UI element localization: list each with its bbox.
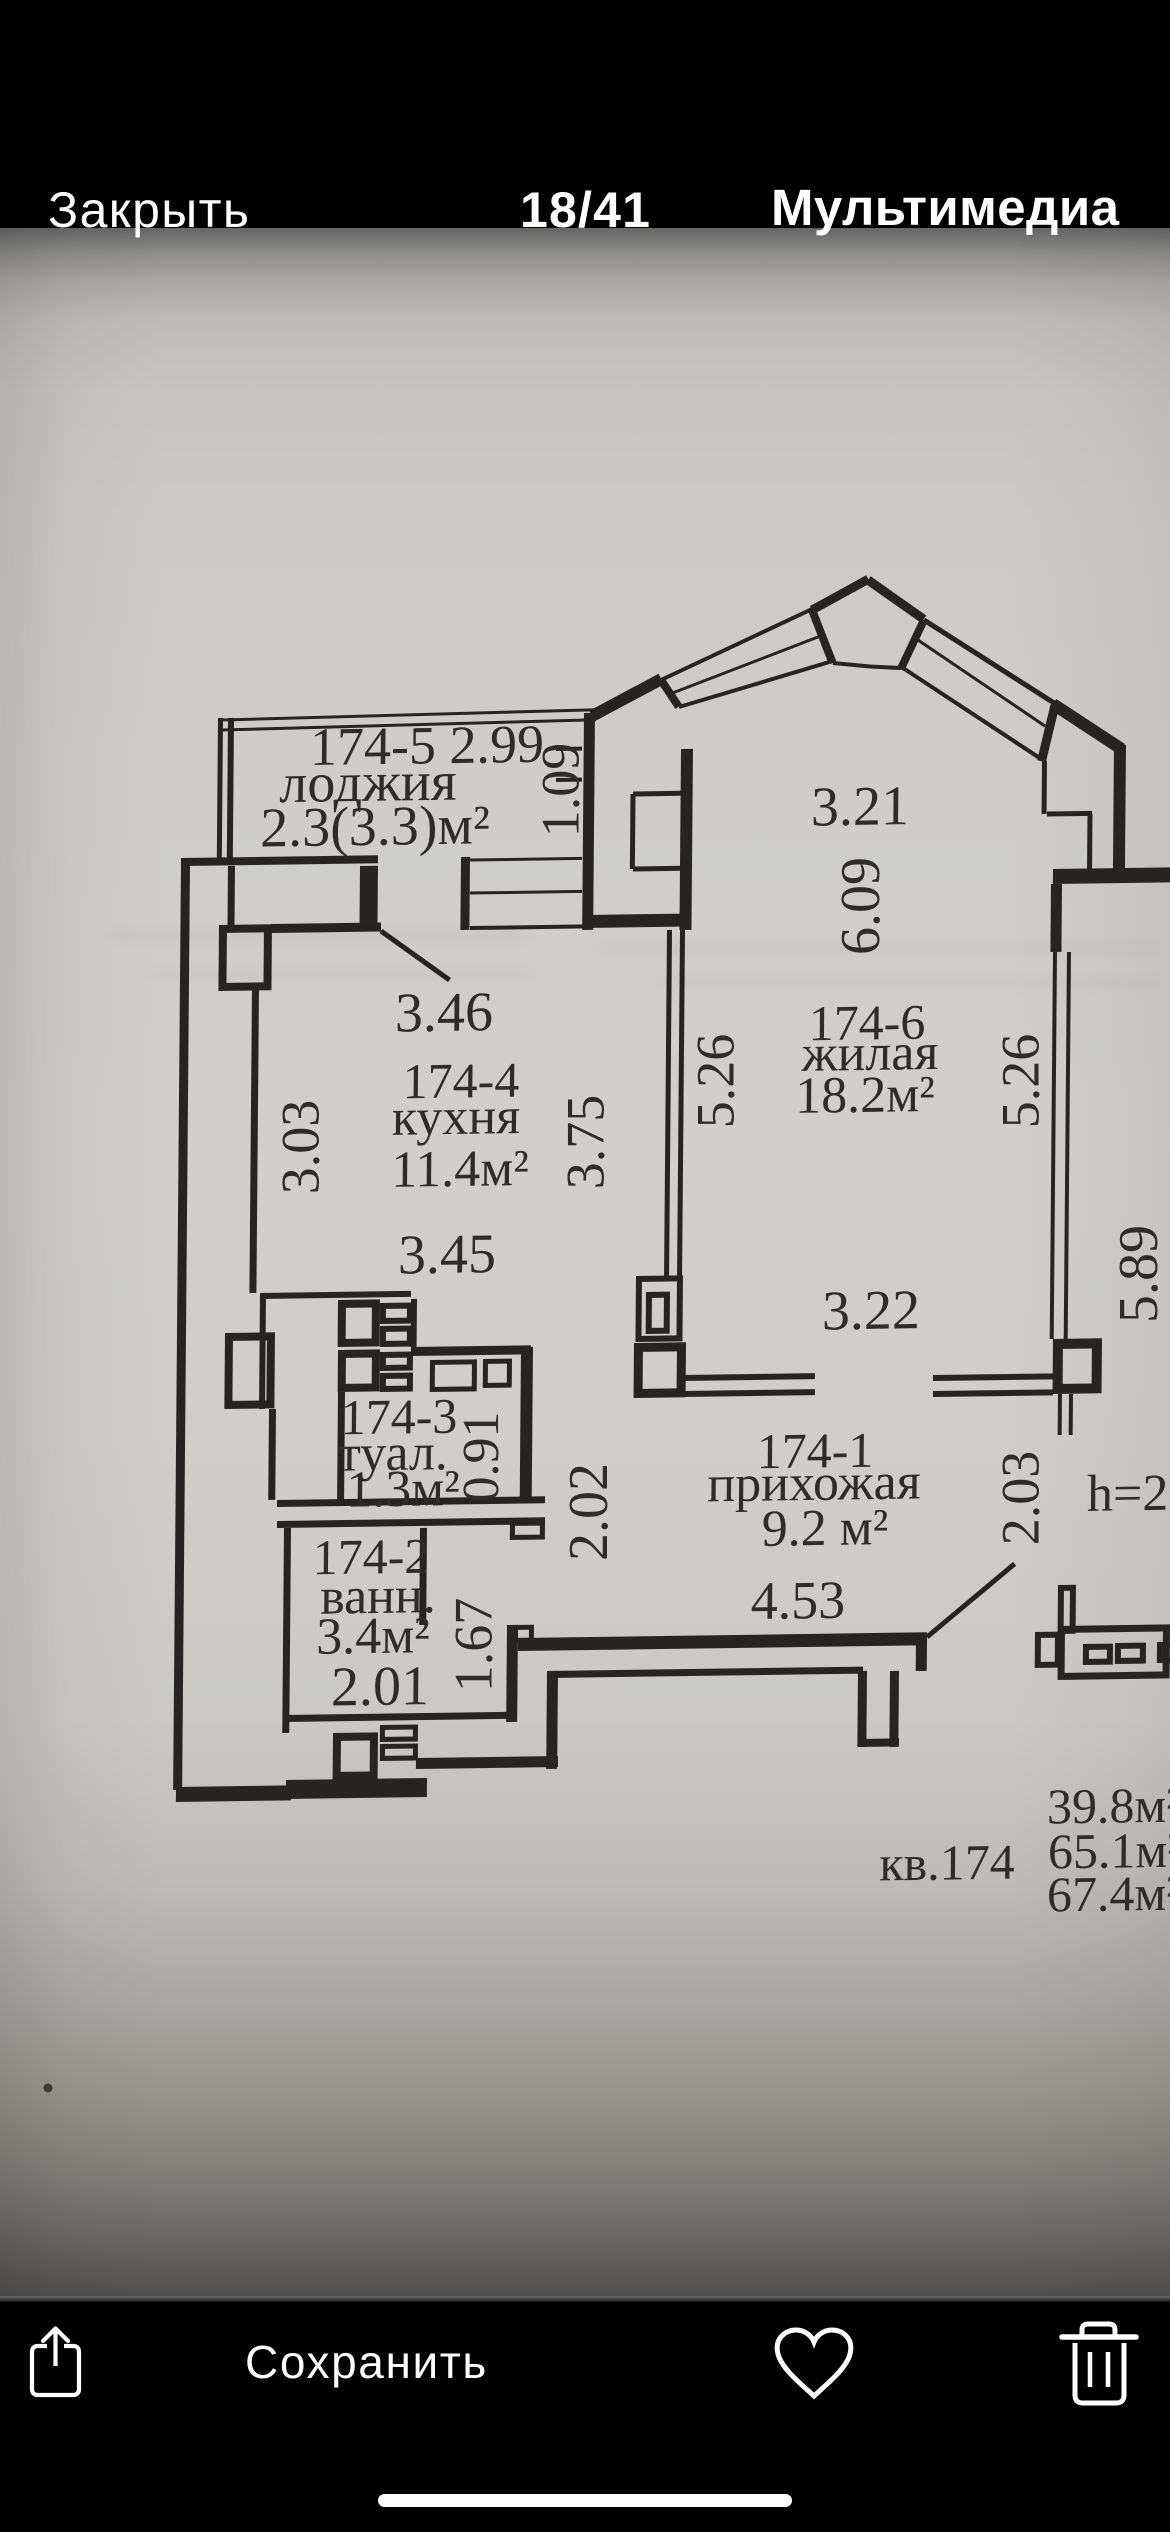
svg-text:174-1: 174-1 xyxy=(756,1422,873,1480)
svg-text:прихожая: прихожая xyxy=(707,1453,921,1513)
svg-text:3.21: 3.21 xyxy=(811,775,910,838)
svg-text:0.91: 0.91 xyxy=(453,1412,510,1503)
svg-text:5.26: 5.26 xyxy=(685,1034,745,1129)
svg-text:кухня: кухня xyxy=(392,1088,521,1147)
svg-text:65.1м²: 65.1м² xyxy=(1048,1822,1170,1880)
svg-text:11.4м²: 11.4м² xyxy=(391,1140,529,1199)
svg-text:лоджия: лоджия xyxy=(279,751,457,815)
svg-text:5.26: 5.26 xyxy=(990,1034,1050,1129)
svg-text:2.03: 2.03 xyxy=(990,1451,1050,1546)
svg-text:5.89: 5.89 xyxy=(1108,1225,1170,1323)
svg-text:3.75: 3.75 xyxy=(555,1095,615,1190)
svg-text:2.01: 2.01 xyxy=(331,1655,430,1718)
svg-text:3.03: 3.03 xyxy=(270,1100,330,1195)
svg-text:174-5 2.99: 174-5 2.99 xyxy=(310,714,544,777)
svg-text:6.09: 6.09 xyxy=(830,857,892,955)
svg-text:3.4м²: 3.4м² xyxy=(316,1607,430,1666)
svg-text:кв.174: кв.174 xyxy=(879,1834,1015,1892)
svg-text:174-6: 174-6 xyxy=(808,994,925,1052)
svg-text:4.53: 4.53 xyxy=(751,1570,846,1631)
svg-text:174-2: 174-2 xyxy=(312,1528,429,1586)
svg-text:3.46: 3.46 xyxy=(395,981,494,1044)
svg-text:2.02: 2.02 xyxy=(558,1463,620,1561)
svg-text:9.2 м²: 9.2 м² xyxy=(762,1499,889,1558)
svg-text:h=2.5: h=2.5 xyxy=(1087,1464,1170,1523)
svg-text:1.67: 1.67 xyxy=(443,1598,503,1693)
svg-text:Сохранить: Сохранить xyxy=(245,2336,488,2388)
svg-text:туал.: туал. xyxy=(338,1424,448,1483)
svg-text:1.09: 1.09 xyxy=(530,743,590,838)
svg-text:174-3: 174-3 xyxy=(340,1388,457,1446)
svg-text:174-4: 174-4 xyxy=(402,1052,519,1110)
svg-text:3.22: 3.22 xyxy=(822,1279,921,1342)
svg-text:18.2м²: 18.2м² xyxy=(795,1066,935,1125)
svg-text:67.4м²: 67.4м² xyxy=(1047,1865,1170,1923)
svg-text:39.8м²: 39.8м² xyxy=(1047,1777,1170,1835)
svg-text:3.45: 3.45 xyxy=(398,1223,497,1286)
svg-text:2.3(3.3)м²: 2.3(3.3)м² xyxy=(260,794,490,859)
svg-text:жилая: жилая xyxy=(800,1024,938,1083)
svg-text:1.3м²: 1.3м² xyxy=(346,1460,460,1519)
svg-text:ванн.: ванн. xyxy=(320,1567,436,1626)
